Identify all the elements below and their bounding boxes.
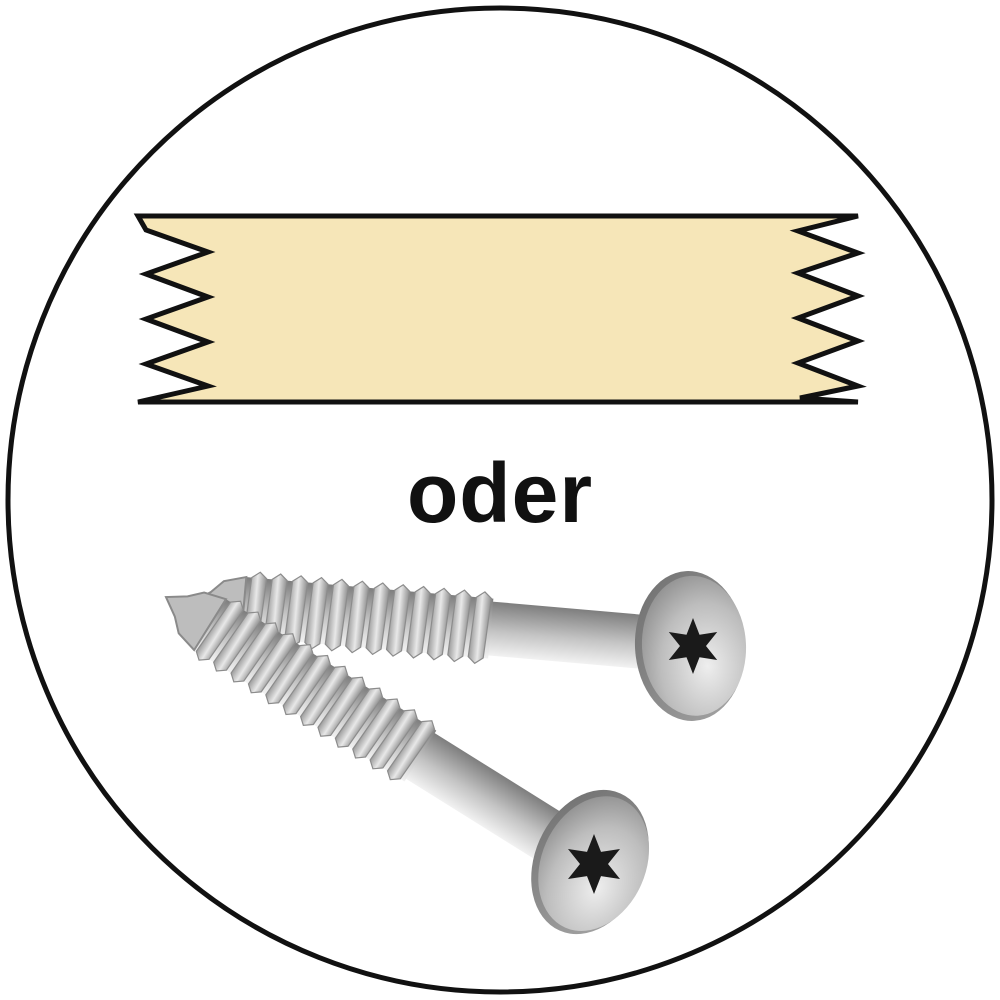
screw-thread-ridge: [213, 611, 262, 672]
screw-thread-ridge: [369, 709, 418, 770]
screw-thread-ridge: [324, 578, 350, 652]
screw-thread-ridge: [365, 582, 390, 656]
screw-thread-ridge: [282, 654, 331, 716]
screw-thread-ridge: [334, 687, 384, 748]
screw-thread-ridge: [247, 633, 297, 694]
screw-thread-ridge: [265, 644, 314, 705]
masking-tape-icon: [133, 213, 867, 405]
screw-thread-ridge: [447, 589, 472, 663]
screw-thread-ridge: [317, 676, 366, 737]
screw-thread-ridge: [230, 622, 279, 683]
caption-or: oder: [407, 446, 593, 540]
screw-thread-ridge: [352, 698, 401, 759]
screw-thread-ridge: [345, 580, 370, 654]
torx-upper-icon: [668, 618, 718, 674]
screw-thread-ridge: [386, 720, 436, 781]
torx-lower-icon: [568, 834, 620, 894]
screw-thread-ridge: [385, 584, 411, 657]
screw-thread-ridge: [406, 585, 431, 659]
screw-thread-ridge: [299, 665, 349, 726]
screw-thread-ridge: [195, 600, 245, 661]
screw-thread-ridge: [426, 587, 452, 661]
screw-thread-ridge: [467, 591, 493, 665]
